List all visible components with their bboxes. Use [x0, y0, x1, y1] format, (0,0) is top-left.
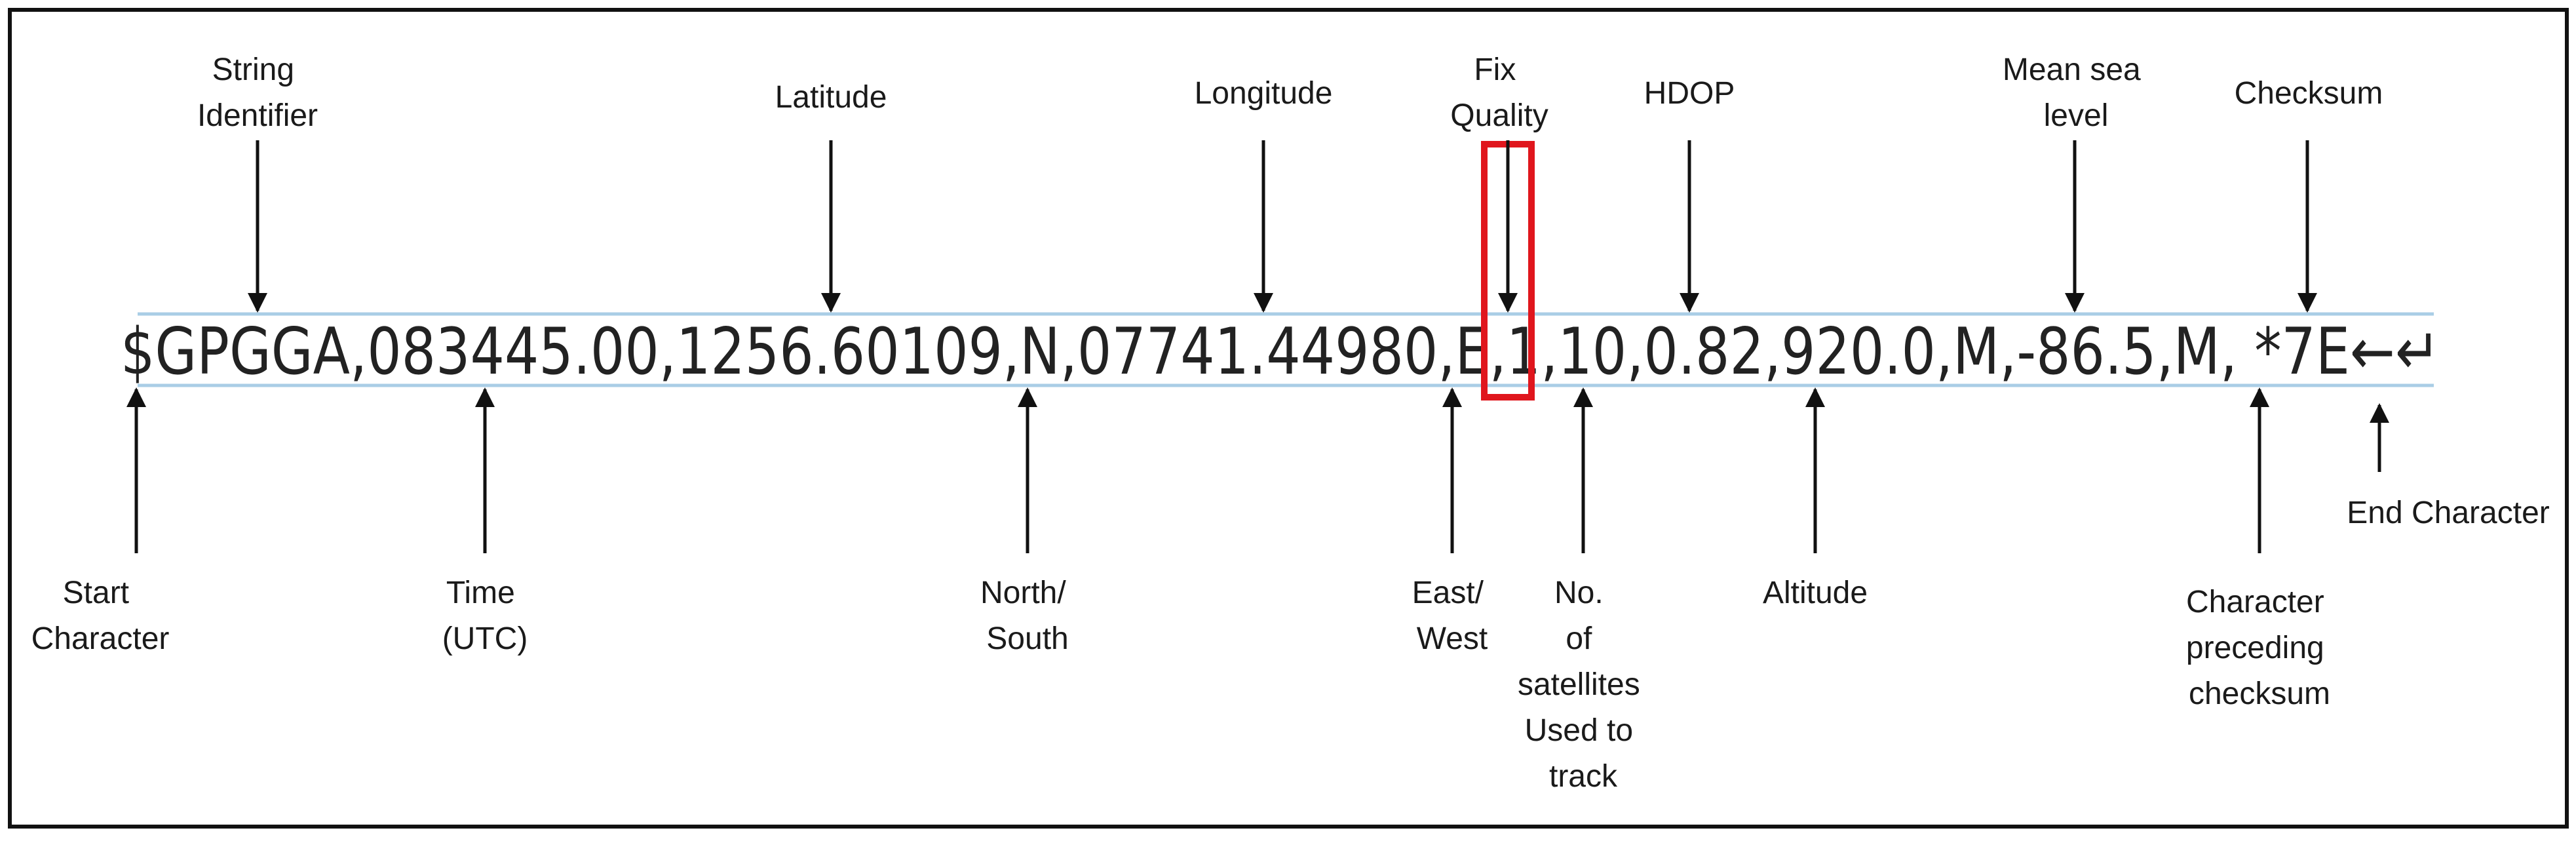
nmea-sentence: $GPGGA,083445.00,1256.60109,N,07741.4498…	[121, 315, 2440, 389]
label-fix-quality: Fix Quality	[1450, 52, 1548, 133]
label-start-character: Start Character	[31, 576, 170, 656]
label-east-west: East/ West	[1412, 576, 1493, 656]
nmea-gpgga-diagram: $GPGGA,083445.00,1256.60109,N,07741.4498…	[31, 52, 2550, 794]
label-north-south: North/ South	[980, 576, 1075, 656]
sentence-end-symbols: ←↵	[2350, 315, 2440, 389]
label-hdop: HDOP	[1644, 76, 1735, 111]
sentence-before-highlight: $GPGGA,083445.00,1256.60109,N,07741.4498…	[121, 315, 1507, 389]
label-char-preceding-checksum: Character preceding checksum	[2186, 585, 2333, 711]
label-longitude: Longitude	[1195, 76, 1333, 111]
label-altitude: Altitude	[1763, 576, 1868, 610]
label-mean-sea-level: Mean sea level	[2003, 52, 2149, 133]
sentence-fix-quality-value: 1	[1507, 315, 1541, 389]
label-string-identifier: String Identifier	[197, 52, 318, 133]
sentence-after-highlight: ,10,0.82,920.0,M,-86.5,M, *7E	[1541, 315, 2350, 389]
label-checksum: Checksum	[2235, 76, 2383, 111]
diagram-frame: $GPGGA,083445.00,1256.60109,N,07741.4498…	[8, 8, 2569, 829]
label-end-character: End Character	[2347, 496, 2550, 530]
label-latitude: Latitude	[775, 80, 887, 115]
label-time-utc: Time (UTC)	[442, 576, 528, 656]
label-num-satellites: No. of satellites Used to track	[1518, 576, 1649, 794]
